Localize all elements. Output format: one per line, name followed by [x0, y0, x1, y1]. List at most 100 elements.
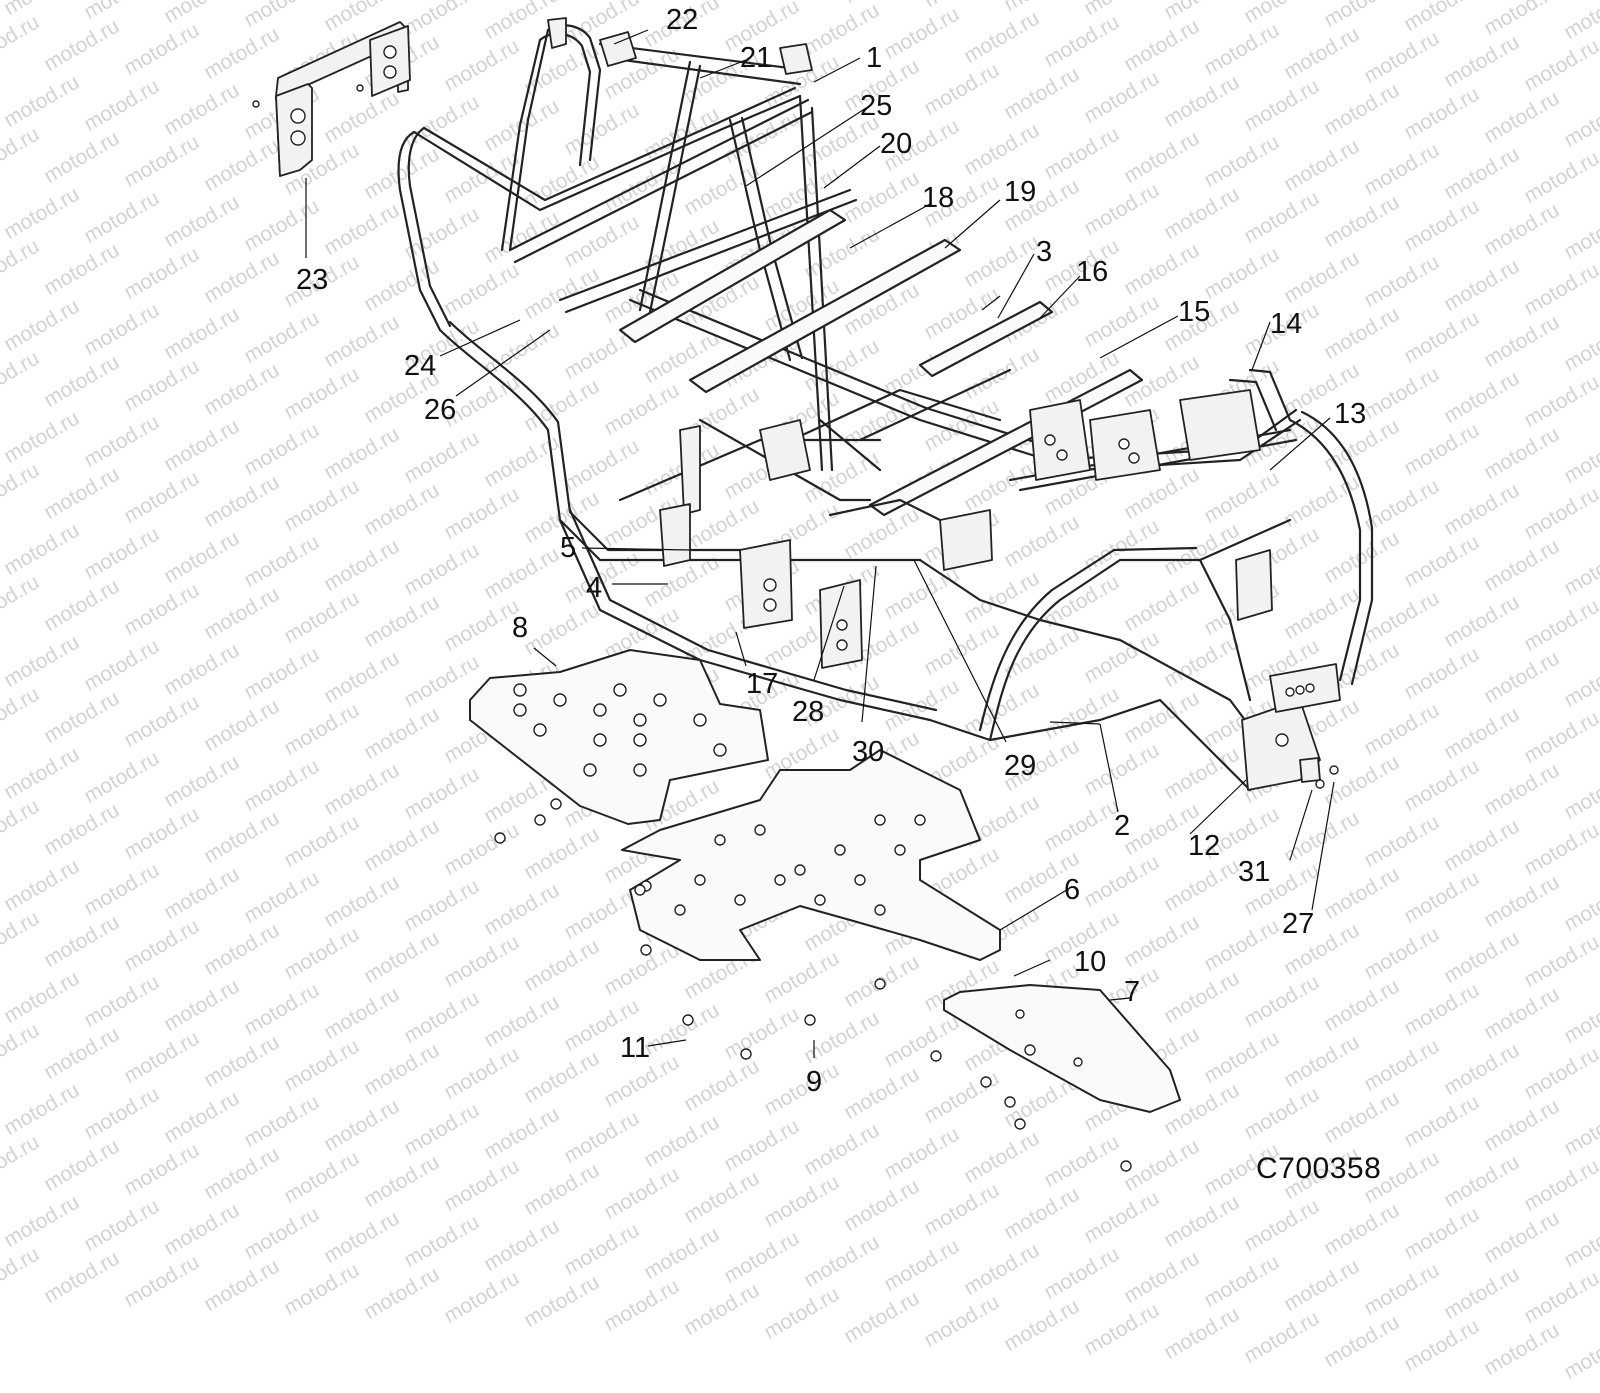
watermark-text: motod.ru — [600, 1274, 684, 1336]
bolt-icon — [980, 1076, 992, 1088]
callout-10: 10 — [1074, 946, 1107, 978]
watermark-text: motod.ru — [1400, 1202, 1484, 1264]
bolt-icon — [804, 1014, 816, 1026]
watermark-text: motod.ru — [960, 1238, 1044, 1300]
callout-17: 17 — [746, 668, 779, 700]
callout-31: 31 — [1238, 856, 1271, 888]
callout-23: 23 — [296, 264, 329, 296]
callout-5: 5 — [560, 532, 577, 564]
skid-plate-hole — [553, 693, 567, 707]
watermark-text: motod.ru — [880, 1234, 964, 1296]
part-7-skid-plate — [943, 984, 1181, 1113]
watermark-text: motod.ru — [920, 1290, 1004, 1352]
callout-22: 22 — [666, 4, 699, 36]
callout-16: 16 — [1076, 256, 1109, 288]
bolt-icon — [874, 978, 886, 990]
watermark-text: motod.ru — [1240, 1194, 1324, 1256]
bolt-icon — [682, 1014, 694, 1026]
watermark-text: motod.ru — [520, 1270, 604, 1332]
callout-21: 21 — [740, 42, 773, 74]
callout-13: 13 — [1334, 398, 1367, 430]
callout-2: 2 — [1114, 810, 1131, 842]
skid-plate-hole — [613, 683, 627, 697]
callout-1: 1 — [866, 42, 883, 74]
watermark-text: motod.ru — [0, 1242, 44, 1304]
callout-15: 15 — [1178, 296, 1211, 328]
skid-plate-hole — [854, 874, 866, 886]
watermark-text: motod.ru — [1320, 1198, 1404, 1260]
bolt-icon — [534, 814, 546, 826]
watermark-text: motod.ru — [1240, 1306, 1324, 1368]
bolt-icon — [494, 832, 506, 844]
bolt-icon — [634, 884, 646, 896]
bolt-icon — [1014, 1118, 1026, 1130]
watermark-text: motod.ru — [280, 1258, 364, 1320]
skid-plate-hole — [593, 703, 607, 717]
skid-plate-hole — [774, 874, 786, 886]
watermark-text: motod.ru — [80, 1194, 164, 1256]
watermark-text: motod.ru — [560, 1218, 644, 1280]
skid-plate-hole — [694, 874, 706, 886]
callout-29: 29 — [1004, 750, 1037, 782]
part-23-rear-plate — [252, 21, 411, 258]
callout-4: 4 — [586, 572, 603, 604]
skid-plate-hole — [633, 713, 647, 727]
watermark-text: motod.ru — [1320, 1310, 1404, 1372]
watermark-text: motod.ru — [1280, 1254, 1364, 1316]
watermark-text: motod.ru — [1400, 1314, 1484, 1376]
watermark-text: motod.ru — [1000, 1294, 1084, 1356]
callout-26: 26 — [424, 394, 457, 426]
fasteners — [494, 798, 1132, 1172]
skid-plate-hole — [794, 864, 806, 876]
watermark-text: motod.ru — [1480, 1318, 1564, 1380]
callout-30: 30 — [852, 736, 885, 768]
watermark-text: motod.ru — [1520, 1266, 1600, 1328]
watermark-text: motod.ru — [1480, 1206, 1564, 1268]
bolt-icon — [930, 1050, 942, 1062]
skid-plate-hole — [894, 844, 906, 856]
callout-8: 8 — [512, 612, 529, 644]
part-6-skid-plate — [621, 749, 1001, 961]
watermark-text: motod.ru — [400, 1210, 484, 1272]
frame-illustration — [252, 17, 1374, 1172]
callout-27: 27 — [1282, 908, 1315, 940]
watermark-text: motod.ru — [1560, 1322, 1600, 1384]
part-8-skid-plate — [469, 649, 769, 825]
bolt-icon — [1120, 1160, 1132, 1172]
watermark-text: motod.ru — [160, 1198, 244, 1260]
skid-plate-hole — [513, 683, 527, 697]
callout-20: 20 — [880, 128, 913, 160]
skid-plate-hole — [834, 844, 846, 856]
cross-members — [558, 188, 1298, 669]
callout-28: 28 — [792, 696, 825, 728]
skid-plate-hole — [713, 743, 727, 757]
bolt-icon — [740, 1048, 752, 1060]
leader-lines — [439, 29, 1335, 1058]
callout-24: 24 — [404, 350, 437, 382]
callout-9: 9 — [806, 1066, 823, 1098]
watermark-text: motod.ru — [1360, 1258, 1444, 1320]
watermark-text: motod.ru — [680, 1278, 764, 1340]
skid-plate-hole — [814, 894, 826, 906]
watermark-text: motod.ru — [200, 1254, 284, 1316]
callout-12: 12 — [1188, 830, 1221, 862]
watermark-text: motod.ru — [1120, 1246, 1204, 1308]
watermark-text: motod.ru — [760, 1282, 844, 1344]
skid-plate-hole — [633, 763, 647, 777]
watermark-text: motod.ru — [1560, 1210, 1600, 1272]
skid-plate-hole — [653, 693, 667, 707]
callout-18: 18 — [922, 182, 955, 214]
skid-plate-hole — [874, 904, 886, 916]
callout-11: 11 — [620, 1032, 651, 1064]
watermark-text: motod.ru — [40, 1246, 124, 1308]
skid-plate-hole — [754, 824, 766, 836]
watermark-text: motod.ru — [480, 1214, 564, 1276]
callout-6: 6 — [1064, 874, 1081, 906]
skid-plate-hole — [513, 703, 527, 717]
callout-25: 25 — [860, 90, 893, 122]
callout-7: 7 — [1124, 976, 1141, 1008]
rear-roll-hoop — [397, 17, 834, 472]
watermark-text: motod.ru — [240, 1202, 324, 1264]
skid-plate-hole — [874, 814, 886, 826]
